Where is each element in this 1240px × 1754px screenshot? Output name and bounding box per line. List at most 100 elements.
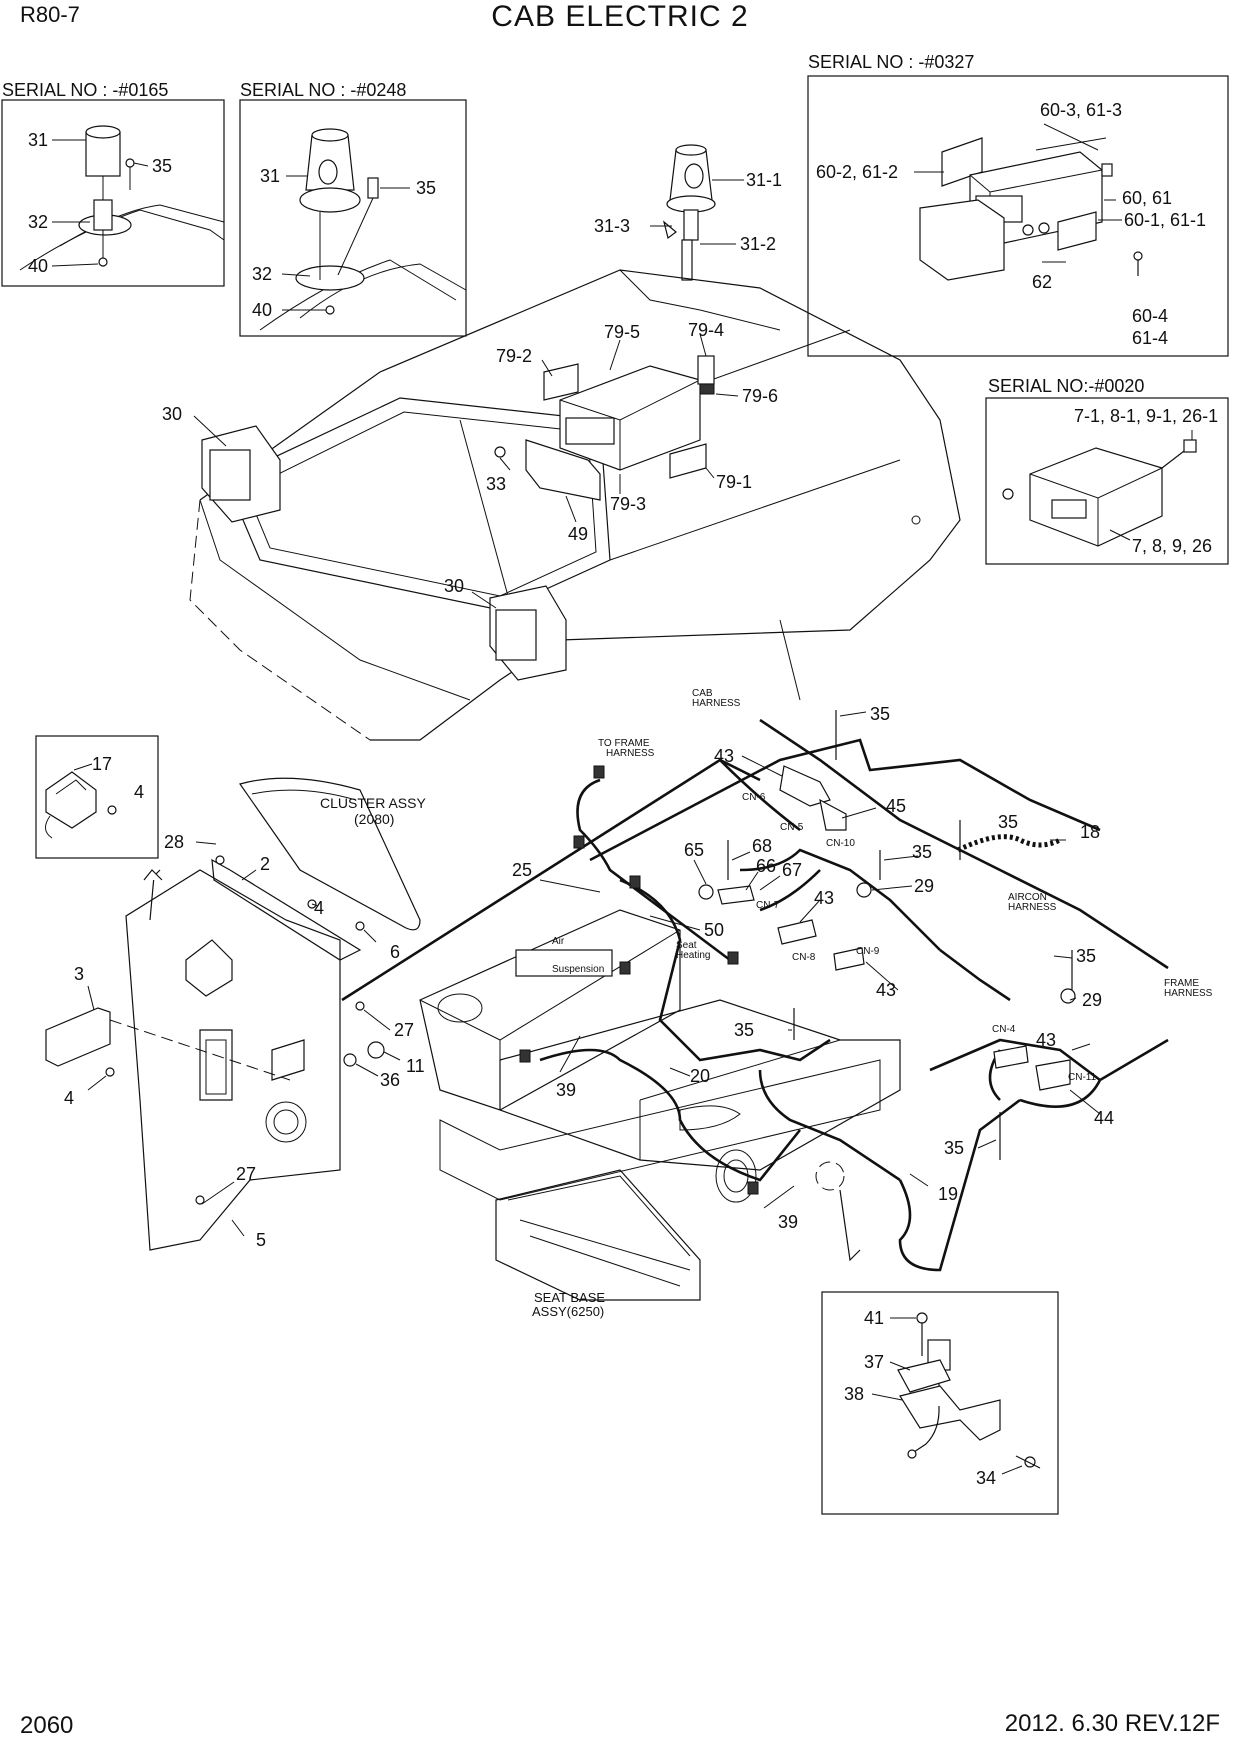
to-frame-harness-label: HARNESS bbox=[606, 748, 655, 759]
cn5-label: CN-5 bbox=[780, 822, 804, 833]
seat-base-ref: ASSY(6250) bbox=[532, 1304, 604, 1319]
callout-60-61: 60, 61 bbox=[1122, 188, 1172, 208]
inset-frame-bracket bbox=[821, 1291, 1059, 1515]
callout-7-1-8-1-9-1-26-1: 7-1, 8-1, 9-1, 26-1 bbox=[1074, 406, 1218, 426]
heating-label: Heating bbox=[676, 950, 710, 961]
callout-28: 28 bbox=[164, 832, 184, 852]
callout-35: 35 bbox=[1076, 946, 1096, 966]
aircon-label: AIRCON bbox=[1008, 892, 1047, 903]
callout-29: 29 bbox=[914, 876, 934, 896]
cn7-label: CN-7 bbox=[756, 900, 780, 911]
inset-frame-0248 bbox=[239, 99, 467, 337]
callout-43: 43 bbox=[876, 980, 896, 1000]
callout-49: 49 bbox=[568, 524, 588, 544]
callout-7-8-9-26: 7, 8, 9, 26 bbox=[1132, 536, 1212, 556]
callout-39: 39 bbox=[778, 1212, 798, 1232]
callout-31: 31 bbox=[28, 130, 48, 150]
part-17-drawing bbox=[45, 771, 117, 839]
callout-6: 6 bbox=[390, 942, 400, 962]
callout-35: 35 bbox=[870, 704, 890, 724]
callout-2: 2 bbox=[260, 854, 270, 874]
aircon-harness-label: HARNESS bbox=[1008, 902, 1057, 913]
callout-35: 35 bbox=[152, 156, 172, 176]
suspension-label: Suspension bbox=[552, 964, 604, 975]
callout-67: 67 bbox=[782, 860, 802, 880]
callout-36: 36 bbox=[380, 1070, 400, 1090]
inset-frame-0020 bbox=[985, 397, 1229, 565]
callout-68: 68 bbox=[752, 836, 772, 856]
callout-35: 35 bbox=[998, 812, 1018, 832]
callout-32: 32 bbox=[28, 212, 48, 232]
frame-label: FRAME bbox=[1164, 978, 1199, 989]
page-number: 2060 bbox=[20, 1712, 74, 1739]
callout-31-3: 31-3 bbox=[594, 216, 630, 236]
revision-date: 2012. 6.30 REV.12F bbox=[1004, 1710, 1220, 1737]
callout-60-4: 60-4 bbox=[1132, 306, 1168, 326]
beacon-lamp-0165-drawing bbox=[19, 125, 225, 271]
serial-label-0327: SERIAL NO : -#0327 bbox=[808, 52, 974, 72]
to-frame-label: TO FRAME bbox=[598, 738, 650, 749]
callout-18: 18 bbox=[1080, 822, 1100, 842]
callout-35: 35 bbox=[734, 1020, 754, 1040]
callout-79-6: 79-6 bbox=[742, 386, 778, 406]
callout-79-2: 79-2 bbox=[496, 346, 532, 366]
callout-4: 4 bbox=[64, 1088, 74, 1108]
callout-45: 45 bbox=[886, 796, 906, 816]
page-title: CAB ELECTRIC 2 bbox=[491, 0, 749, 33]
cab-harness-label: HARNESS bbox=[692, 698, 741, 709]
callout-25: 25 bbox=[512, 860, 532, 880]
callout-43: 43 bbox=[714, 746, 734, 766]
bracket-drawing bbox=[897, 1312, 1041, 1469]
callout-31-2: 31-2 bbox=[740, 234, 776, 254]
callout-79-4: 79-4 bbox=[688, 320, 724, 340]
callout-27: 27 bbox=[394, 1020, 414, 1040]
beacon-lamp-0248-drawing bbox=[259, 128, 467, 331]
cn10-label: CN-10 bbox=[826, 838, 855, 849]
callout-19: 19 bbox=[938, 1184, 958, 1204]
cn9-label: CN-9 bbox=[856, 946, 880, 957]
callout-44: 44 bbox=[1094, 1108, 1114, 1128]
serial-label-0165: SERIAL NO : -#0165 bbox=[2, 80, 168, 100]
callout-65: 65 bbox=[684, 840, 704, 860]
callout-50: 50 bbox=[704, 920, 724, 940]
callout-29: 29 bbox=[1082, 990, 1102, 1010]
callout-39: 39 bbox=[556, 1080, 576, 1100]
cab-label: CAB bbox=[692, 688, 713, 699]
frame-harness-label: HARNESS bbox=[1164, 988, 1213, 999]
cn4-label: CN-4 bbox=[992, 1024, 1016, 1035]
radio-0327-drawing bbox=[919, 137, 1143, 281]
callout-4: 4 bbox=[134, 782, 144, 802]
inset-frame-0165 bbox=[1, 99, 225, 287]
inset-frame-0327 bbox=[807, 75, 1229, 357]
callout-40: 40 bbox=[28, 256, 48, 276]
callout-66: 66 bbox=[756, 856, 776, 876]
callout-3: 3 bbox=[74, 964, 84, 984]
callout-32: 32 bbox=[252, 264, 272, 284]
callout-79-5: 79-5 bbox=[604, 322, 640, 342]
callout-61-4: 61-4 bbox=[1132, 328, 1168, 348]
inset-frame-part-17 bbox=[35, 735, 159, 859]
serial-label-0020: SERIAL NO:-#0020 bbox=[988, 376, 1144, 396]
callout-62: 62 bbox=[1032, 272, 1052, 292]
callout-33: 33 bbox=[486, 474, 506, 494]
cn8-label: CN-8 bbox=[792, 952, 816, 963]
model-label: R80-7 bbox=[20, 2, 80, 27]
callout-40: 40 bbox=[252, 300, 272, 320]
callout-41: 41 bbox=[864, 1308, 884, 1328]
callout-79-3: 79-3 bbox=[610, 494, 646, 514]
callout-79-1: 79-1 bbox=[716, 472, 752, 492]
roof-beacon-drawing bbox=[662, 144, 716, 281]
callout-30: 30 bbox=[162, 404, 182, 424]
callout-31-1: 31-1 bbox=[746, 170, 782, 190]
cluster-assy-label: CLUSTER ASSY bbox=[320, 795, 426, 811]
callout-43: 43 bbox=[814, 888, 834, 908]
callout-60-1-61-1: 60-1, 61-1 bbox=[1124, 210, 1206, 230]
callout-5: 5 bbox=[256, 1230, 266, 1250]
seat-drawing bbox=[419, 909, 901, 1301]
callout-38: 38 bbox=[844, 1384, 864, 1404]
callout-37: 37 bbox=[864, 1352, 884, 1372]
cab-roof-drawing bbox=[189, 269, 961, 741]
cluster-assy-ref: (2080) bbox=[354, 811, 394, 827]
callout-35: 35 bbox=[912, 842, 932, 862]
